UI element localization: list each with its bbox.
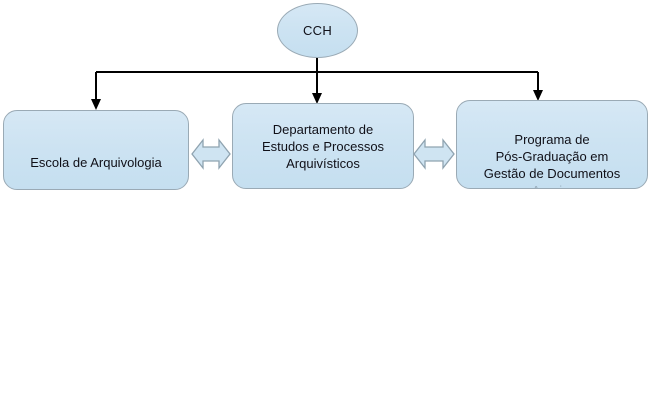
double-arrow-departamento-programa-icon [413,138,455,170]
node-programa-label-clipped: e Arquivos [463,182,641,188]
node-programa-label: Programa de Pós-Graduação em Gestão de D… [457,101,647,188]
node-cch[interactable]: CCH [277,3,358,58]
node-departamento-de-estudos-e-processos-arquivisticos[interactable]: Departamento de Estudos e Processos Arqu… [232,103,414,189]
arrowhead-escola-icon [91,99,101,110]
node-escola-label: Escola de Arquivologia [30,155,162,170]
node-departamento-label: Departamento de Estudos e Processos Arqu… [261,121,385,171]
node-cch-label: CCH [302,23,333,38]
node-programa-label-main: Programa de Pós-Graduação em Gestão de D… [483,132,621,181]
node-programa-de-pos-graduacao[interactable]: Programa de Pós-Graduação em Gestão de D… [456,100,648,189]
double-arrow-escola-departamento-icon [191,138,231,170]
node-escola-de-arquivologia[interactable]: Escola de Arquivologia [3,110,189,190]
